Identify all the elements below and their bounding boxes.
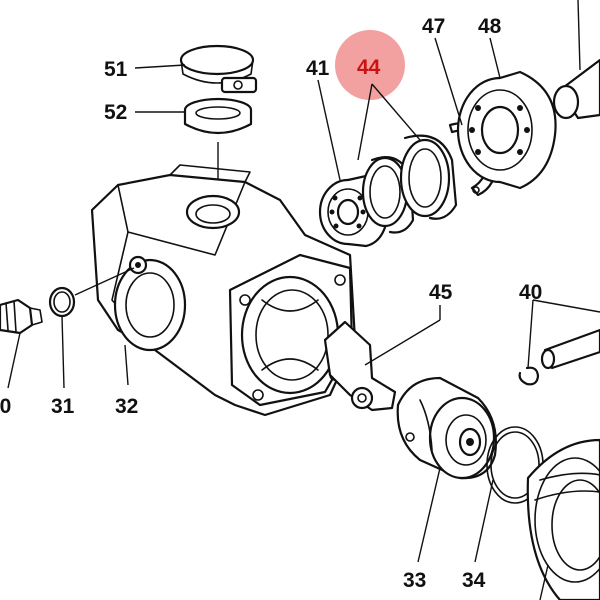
part-30-drain-plug xyxy=(0,298,43,335)
part-52-seal-ring xyxy=(183,97,253,134)
callout-32: 32 xyxy=(115,395,139,418)
part-32-gear-housing xyxy=(90,164,357,417)
part-48-large-bearing xyxy=(456,70,557,190)
callout-41: 41 xyxy=(306,57,330,80)
part-33-bushing xyxy=(396,376,497,480)
part-40-clip xyxy=(518,366,540,386)
highlight-marker xyxy=(335,30,405,100)
part-45-lever xyxy=(323,320,397,412)
callout-52: 52 xyxy=(104,101,128,124)
callout-45: 45 xyxy=(429,281,453,304)
callout-47: 47 xyxy=(422,15,446,38)
callout-30: 30 xyxy=(0,395,12,418)
part-40-pin xyxy=(540,328,600,370)
part-31-o-ring xyxy=(48,286,76,318)
callout-51: 51 xyxy=(104,58,128,81)
drive-shaft xyxy=(552,58,600,120)
callout-33: 33 xyxy=(403,569,427,592)
leader-lines xyxy=(7,0,600,600)
bevel-gear-housing xyxy=(526,438,600,600)
part-44-shims xyxy=(361,134,458,234)
part-51-hose-clamp xyxy=(179,44,258,94)
callout-34: 34 xyxy=(462,569,486,592)
callout-31: 31 xyxy=(51,395,75,418)
callout-40: 40 xyxy=(519,281,543,304)
callout-44: 44 xyxy=(357,56,381,79)
callout-48: 48 xyxy=(478,15,502,38)
